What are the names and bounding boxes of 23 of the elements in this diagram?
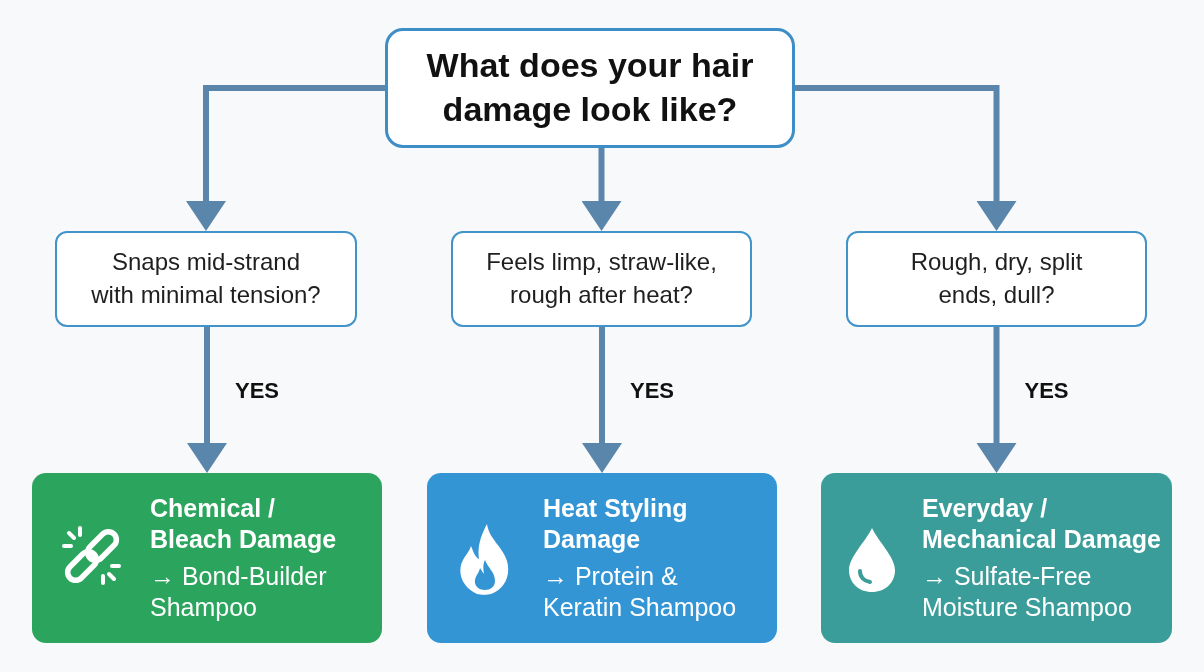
arrow [187, 327, 227, 473]
arrow [581, 148, 622, 231]
arrow [582, 327, 622, 473]
arrow [795, 85, 1017, 231]
question-box [451, 231, 752, 327]
damage-type-heading: Chemical / Bleach Damage [150, 492, 338, 555]
recommendation-text: → Bond-Builder Shampoo [150, 560, 328, 623]
question-box [846, 231, 1147, 327]
damage-type-heading: Everyday / Mechanical Damage [922, 492, 1162, 555]
result-card [32, 473, 382, 643]
arrow [186, 85, 385, 231]
question-box [55, 231, 357, 327]
question-text: Rough, dry, split ends, dull? [909, 247, 1084, 310]
question-text: What does your hair damage look like? [425, 45, 755, 130]
recommendation-text: → Protein & Keratin Shampoo [543, 560, 738, 623]
recommendation-text: → Sulfate-Free Moisture Shampoo [922, 560, 1133, 623]
question-text: Snaps mid-strand with minimal tension? [90, 247, 322, 310]
result-card [821, 473, 1172, 643]
result-card [427, 473, 777, 643]
question-text: Feels limp, straw-like, rough after heat? [485, 247, 718, 310]
damage-type-heading: Heat Styling Damage [543, 492, 689, 555]
arrow [976, 327, 1017, 473]
decision-box [385, 28, 795, 148]
